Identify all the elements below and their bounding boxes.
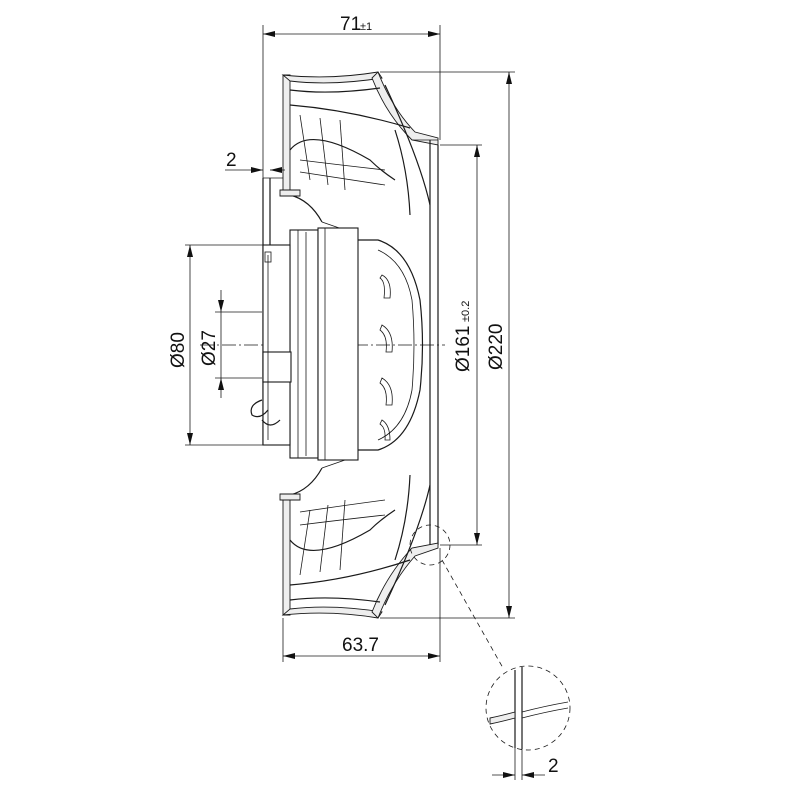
dim-71-value: 71 bbox=[340, 14, 361, 35]
dim-wheel-depth: 63.7 bbox=[282, 548, 441, 662]
motor-hub bbox=[250, 227, 424, 461]
dim-hub-diameter: Ø80 bbox=[168, 244, 263, 446]
dim-63-7-value: 63.7 bbox=[342, 635, 379, 656]
dim-80-value: Ø80 bbox=[168, 332, 189, 368]
dim-220-value: Ø220 bbox=[486, 324, 507, 370]
lower-impeller-section bbox=[279, 459, 439, 619]
dim-inlet-diameter: Ø161 ±0.2 bbox=[440, 144, 482, 546]
inlet-ring bbox=[412, 139, 439, 549]
detail-callout bbox=[409, 524, 571, 751]
dim-overall-depth: 71 ±1 bbox=[262, 14, 441, 178]
dim-27-value: Ø27 bbox=[199, 330, 220, 366]
dim-outer-diameter: Ø220 bbox=[380, 71, 515, 619]
upper-impeller-section bbox=[279, 71, 439, 231]
dim-161-value: Ø161 bbox=[453, 326, 474, 372]
dim-inlet-offset: 2 bbox=[225, 150, 285, 173]
dim-detail-gap: 2 bbox=[492, 748, 559, 780]
dim-2-left-value: 2 bbox=[226, 150, 237, 171]
dim-161-tolerance: ±0.2 bbox=[460, 301, 472, 322]
dim-71-tolerance: ±1 bbox=[360, 21, 372, 33]
dim-shaft-diameter: Ø27 bbox=[199, 290, 262, 398]
dim-2-detail-value: 2 bbox=[548, 756, 559, 777]
